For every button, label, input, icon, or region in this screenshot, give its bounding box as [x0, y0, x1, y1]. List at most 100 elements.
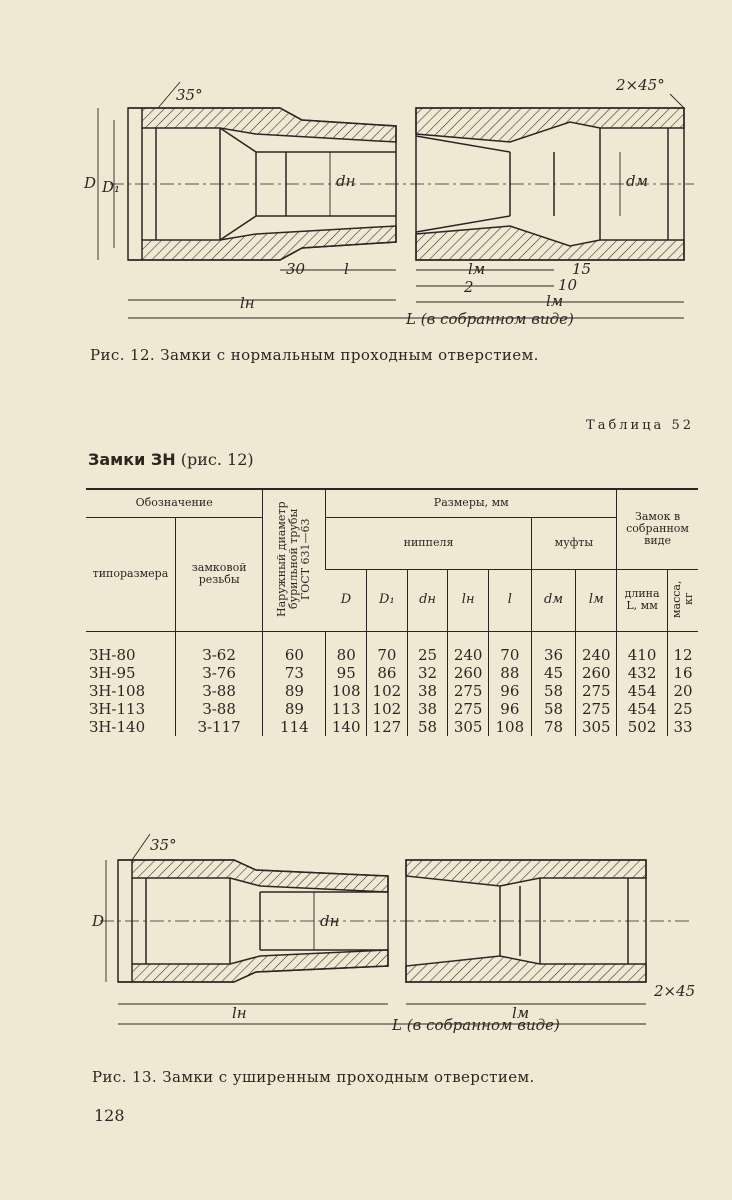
header-type-size: типоразмера: [86, 517, 176, 632]
cell: ЗН-113: [89, 699, 146, 718]
table-row: ЗН-108 З-88 89 108 102 38 275 96 58 275 …: [86, 681, 698, 700]
cell: 33: [666, 717, 698, 736]
cell: 108: [488, 717, 532, 736]
table-row: ЗН-95 З-76 73 95 86 32 260 88 45 260 432…: [86, 663, 698, 682]
cell: 305: [575, 717, 617, 736]
cell: 102: [366, 699, 408, 718]
header-length: длина L, мм: [616, 569, 668, 632]
cell: 432: [616, 663, 668, 682]
cell: 260: [447, 663, 489, 682]
cell: 25: [406, 631, 448, 664]
header-D: D: [325, 569, 367, 632]
cell: 73: [262, 663, 326, 682]
cell: 410: [616, 631, 668, 664]
cell: 38: [406, 699, 448, 718]
cell: 70: [488, 631, 532, 664]
header-assembled: Замок в собранном виде: [616, 488, 698, 570]
fig12-2-label: 2: [463, 278, 474, 296]
fig12-angle-label: 35°: [176, 86, 203, 104]
cell: 102: [366, 681, 408, 700]
cell: 20: [666, 681, 698, 700]
cell: 89: [262, 699, 326, 718]
fig12-D1-label: D₁: [101, 178, 120, 196]
cell: З-88: [174, 699, 263, 718]
fig12-D-label: D: [83, 174, 96, 192]
cell: 454: [616, 681, 668, 700]
figure-12-caption: Рис. 12. Замки с нормальным проходным от…: [90, 346, 539, 364]
header-outer-diam-text: Наружный диаметр бурильной трубы ГОСТ 63…: [275, 500, 313, 617]
fig12-lm2-label: lм: [546, 292, 563, 310]
fig12-lm-label: lм: [468, 260, 485, 278]
cell: З-62: [174, 631, 263, 664]
cell: 502: [616, 717, 668, 736]
cell: 275: [575, 699, 617, 718]
cell: 108: [325, 681, 367, 700]
figure-13-drawing: 35° D dн 2×45 lн lм L (в собранном виде): [91, 833, 695, 1034]
cell: З-76: [174, 663, 263, 682]
fig13-chamfer-label: 2×45: [653, 982, 695, 1000]
cell: 240: [575, 631, 617, 664]
table-number: Таблица 52: [586, 418, 694, 433]
header-designation: Обозначение: [86, 488, 263, 518]
table-title: Замки ЗН (рис. 12): [88, 450, 254, 469]
fig12-ln-label: lн: [240, 294, 255, 312]
cell: 80: [325, 631, 367, 664]
fig13-dn-label: dн: [320, 912, 339, 930]
cell: 305: [447, 717, 489, 736]
fig13-angle-label: 35°: [150, 836, 177, 854]
cell: 95: [325, 663, 367, 682]
cell: 88: [488, 663, 532, 682]
cell: 140: [325, 717, 367, 736]
header-mass: масса, кг: [666, 569, 698, 632]
cell: 58: [530, 699, 576, 718]
table-row: ЗН-80 З-62 60 80 70 25 240 70 36 240 410…: [86, 631, 698, 664]
figure-12-drawing: 35° 2×45° D D₁ dн dм 30 l lм 2 10 15 lн …: [83, 76, 694, 328]
cell: 58: [530, 681, 576, 700]
cell: 275: [447, 681, 489, 700]
fig13-D-label: D: [91, 912, 104, 930]
header-outer-diam: Наружный диаметр бурильной трубы ГОСТ 63…: [262, 488, 326, 632]
cell: 113: [325, 699, 367, 718]
fig12-l-label: l: [344, 260, 349, 278]
cell: ЗН-95: [89, 663, 136, 682]
table-row: ЗН-113 З-88 89 113 102 38 275 96 58 275 …: [86, 699, 698, 718]
fig12-10-label: 10: [558, 276, 578, 294]
header-dm: dм: [530, 569, 576, 632]
table-title-main: Замки ЗН: [88, 450, 176, 469]
cell: 32: [406, 663, 448, 682]
cell: 38: [406, 681, 448, 700]
header-dn: dн: [406, 569, 448, 632]
fig13-ln-label: lн: [232, 1004, 247, 1022]
cell: 78: [530, 717, 576, 736]
cell: 260: [575, 663, 617, 682]
header-sizes: Размеры, мм: [325, 488, 617, 518]
cell: 127: [366, 717, 408, 736]
table-row: ЗН-140 З-117 114 140 127 58 305 108 78 3…: [86, 717, 698, 736]
fig12-15-label: 15: [572, 260, 591, 278]
fig12-dn-label: dн: [336, 172, 355, 190]
header-mass-text: масса, кг: [669, 579, 695, 618]
cell: 240: [447, 631, 489, 664]
cell: 86: [366, 663, 408, 682]
cell: 275: [575, 681, 617, 700]
header-D1: D₁: [366, 569, 408, 632]
cell: ЗН-108: [89, 681, 146, 700]
table-title-ref: (рис. 12): [180, 450, 254, 469]
page-number: 128: [94, 1106, 125, 1125]
cell: 114: [262, 717, 326, 736]
cell: 45: [530, 663, 576, 682]
cell: 70: [366, 631, 408, 664]
header-l: l: [488, 569, 532, 632]
locks-table: Обозначение Наружный диаметр бурильной т…: [86, 488, 698, 736]
cell: 96: [488, 681, 532, 700]
cell: 16: [666, 663, 698, 682]
header-coupling: муфты: [530, 517, 617, 570]
cell: 12: [666, 631, 698, 664]
cell: 89: [262, 681, 326, 700]
cell: 275: [447, 699, 489, 718]
cell: З-117: [174, 717, 263, 736]
fig12-L-label: L (в собранном виде): [405, 310, 574, 328]
fig13-lm-label: lм: [512, 1004, 529, 1022]
fig12-dm-label: dм: [626, 172, 648, 190]
